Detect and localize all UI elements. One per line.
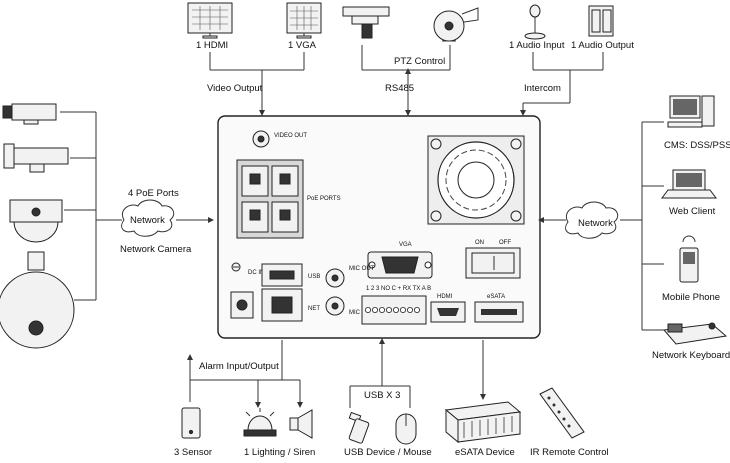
poe-ports-text: 4 PoE Ports	[128, 188, 179, 199]
alarm-terminal-block	[361, 295, 427, 325]
camera-network-connector	[60, 111, 214, 301]
microphone-icon	[524, 4, 546, 40]
left-network-label: Network	[130, 215, 165, 226]
siren-icon	[289, 409, 313, 439]
hdmi-port-label: HDMI	[437, 294, 453, 300]
hdmi-port	[430, 301, 466, 323]
ptz-control-label: PTZ Control	[394, 56, 445, 67]
alarm-label: Alarm Input/Output	[199, 361, 279, 372]
vga-port-label: VGA	[399, 242, 412, 248]
cms-label: CMS: DSS/PSS	[664, 140, 730, 151]
mic-in-label: MIC IN	[349, 310, 368, 316]
ir-remote-label: IR Remote Control	[530, 447, 609, 458]
intercom-connector	[520, 52, 604, 116]
video-output-connector	[209, 52, 305, 116]
esata-port-label: eSATA	[487, 294, 505, 300]
ptz-box-camera-icon	[342, 6, 390, 39]
usb-connector	[349, 338, 411, 408]
laptop-icon	[661, 169, 717, 199]
dc-in-label: DC IN	[248, 270, 264, 276]
vga-monitor-icon	[286, 2, 322, 39]
rs485-connector	[361, 45, 451, 116]
usb-x3-label: USB X 3	[364, 390, 400, 401]
mobile-phone-label: Mobile Phone	[662, 292, 720, 303]
cooling-fan	[427, 135, 525, 225]
video-out-port-label: VIDEO OUT	[274, 133, 307, 139]
network-keyboard-label: Network Keyboard	[652, 350, 730, 361]
net-port-label: NET	[308, 306, 320, 312]
web-client-label: Web Client	[669, 206, 716, 217]
terminal-label: 1 2 3 NO C + RX TX A B	[366, 286, 431, 292]
mouse-icon	[395, 413, 417, 445]
usb-port	[261, 263, 303, 287]
sensor-icon	[181, 407, 201, 439]
network-keyboard-icon	[663, 322, 728, 345]
mobile-phone-icon	[679, 235, 699, 283]
right-network-label: Network	[578, 218, 613, 229]
vga-port	[367, 251, 433, 279]
poe-ports-label: PoE PORTS	[307, 196, 341, 202]
esata-device-label: eSATA Device	[455, 447, 515, 458]
esata-port	[474, 301, 524, 323]
network-camera-label: Network Camera	[120, 244, 192, 255]
right-network-connector	[538, 121, 664, 331]
ground-screw	[231, 262, 241, 272]
esata-device-icon	[444, 401, 522, 444]
usb-port-label: USB	[308, 274, 320, 280]
net-port	[261, 288, 303, 322]
alarm-connector	[187, 340, 303, 408]
speaker-icon	[588, 5, 614, 37]
bullet-camera-icon	[3, 143, 69, 173]
esata-connector	[480, 340, 486, 400]
box-camera-icon	[2, 103, 57, 125]
audio-input-label: 1 Audio Input	[509, 40, 565, 51]
hdmi-label: 1 HDMI	[196, 40, 228, 51]
usb-device-mouse-label: USB Device / Mouse	[344, 447, 432, 458]
lighting-siren-label: 1 Lighting / Siren	[244, 447, 315, 458]
desktop-pc-icon	[667, 95, 715, 128]
speed-dome-camera-icon	[0, 251, 75, 349]
off-label: OFF	[499, 240, 511, 246]
hdmi-monitor-icon	[187, 2, 233, 39]
mic-out-label: MIC OUT	[349, 266, 375, 272]
poe-ports-block	[236, 159, 304, 239]
power-switch	[465, 247, 521, 279]
dc-in-port	[230, 291, 254, 319]
nvr-rear-panel: VIDEO OUT PoE PORTS VGA	[217, 115, 541, 339]
audio-output-label: 1 Audio Output	[571, 40, 634, 51]
ir-remote-control-icon	[539, 387, 585, 439]
on-label: ON	[475, 240, 484, 246]
usb-flash-drive-icon	[348, 411, 370, 444]
vga-label: 1 VGA	[288, 40, 317, 51]
sensor-label: 3 Sensor	[174, 447, 212, 458]
ptz-dome-camera-icon	[433, 7, 479, 42]
intercom-label: Intercom	[524, 83, 561, 94]
alarm-light-icon	[243, 408, 277, 437]
video-output-label: Video Output	[207, 83, 263, 94]
mini-dome-camera-icon	[9, 199, 63, 243]
rs485-label: RS485	[385, 83, 414, 94]
